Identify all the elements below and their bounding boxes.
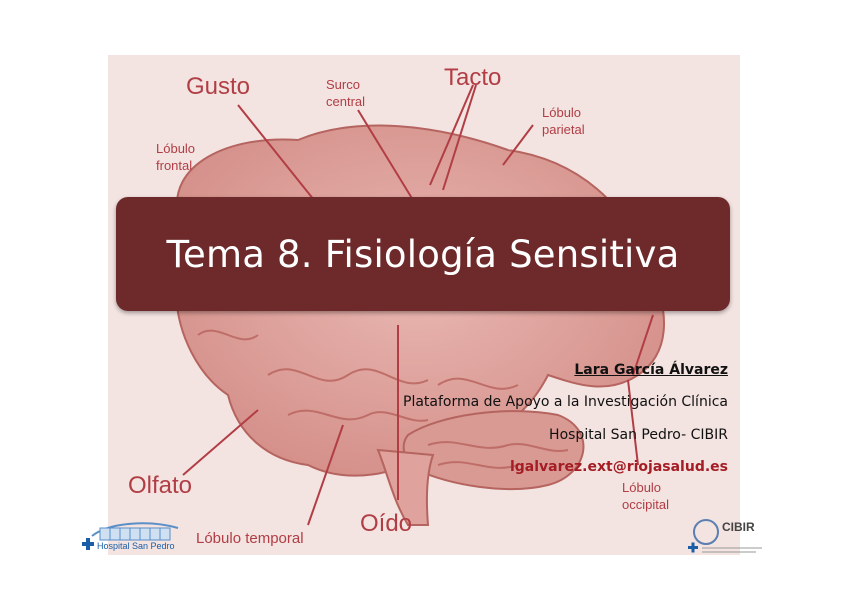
label-frontal-line2: frontal (156, 158, 193, 173)
email-link[interactable]: lgalvarez.ext@riojasalud.es (509, 459, 728, 475)
label-olfato: Olfato (128, 472, 193, 499)
cibir-logo-text: CIBIR (722, 520, 755, 534)
label-parietal-line1: Lóbulo (542, 105, 582, 120)
label-surco-line1: Surco (326, 77, 360, 92)
slide-title: Tema 8. Fisiología Sensitiva (166, 232, 680, 276)
author-name: Lara García Álvarez (574, 362, 728, 378)
label-surco-line2: central (326, 94, 366, 109)
label-frontal-line1: Lóbulo (156, 141, 196, 156)
label-parietal-line2: parietal (542, 122, 585, 137)
label-lobulo-frontal: Lóbulo frontal (156, 140, 195, 174)
affiliation-text: Plataforma de Apoyo a la Investigación C… (403, 394, 728, 410)
label-lobulo-parietal: Lóbulo parietal (542, 104, 585, 138)
label-oido: Oído (360, 510, 413, 537)
label-gusto: Gusto (186, 73, 251, 100)
label-occipital-line1: Lóbulo (622, 480, 662, 495)
label-lobulo-temporal: Lóbulo temporal (196, 530, 304, 547)
label-lobulo-occipital: Lóbulo occipital (622, 479, 669, 513)
cibir-logo-icon (688, 519, 762, 553)
label-surco-central: Surco central (326, 76, 365, 110)
hospital-logo-icon (82, 522, 179, 550)
title-banner: Tema 8. Fisiología Sensitiva (116, 197, 730, 311)
hospital-text: Hospital San Pedro- CIBIR (549, 427, 728, 443)
label-occipital-line2: occipital (622, 497, 669, 512)
hospital-logo-text: Hospital San Pedro (97, 541, 175, 551)
label-tacto: Tacto (444, 64, 502, 91)
